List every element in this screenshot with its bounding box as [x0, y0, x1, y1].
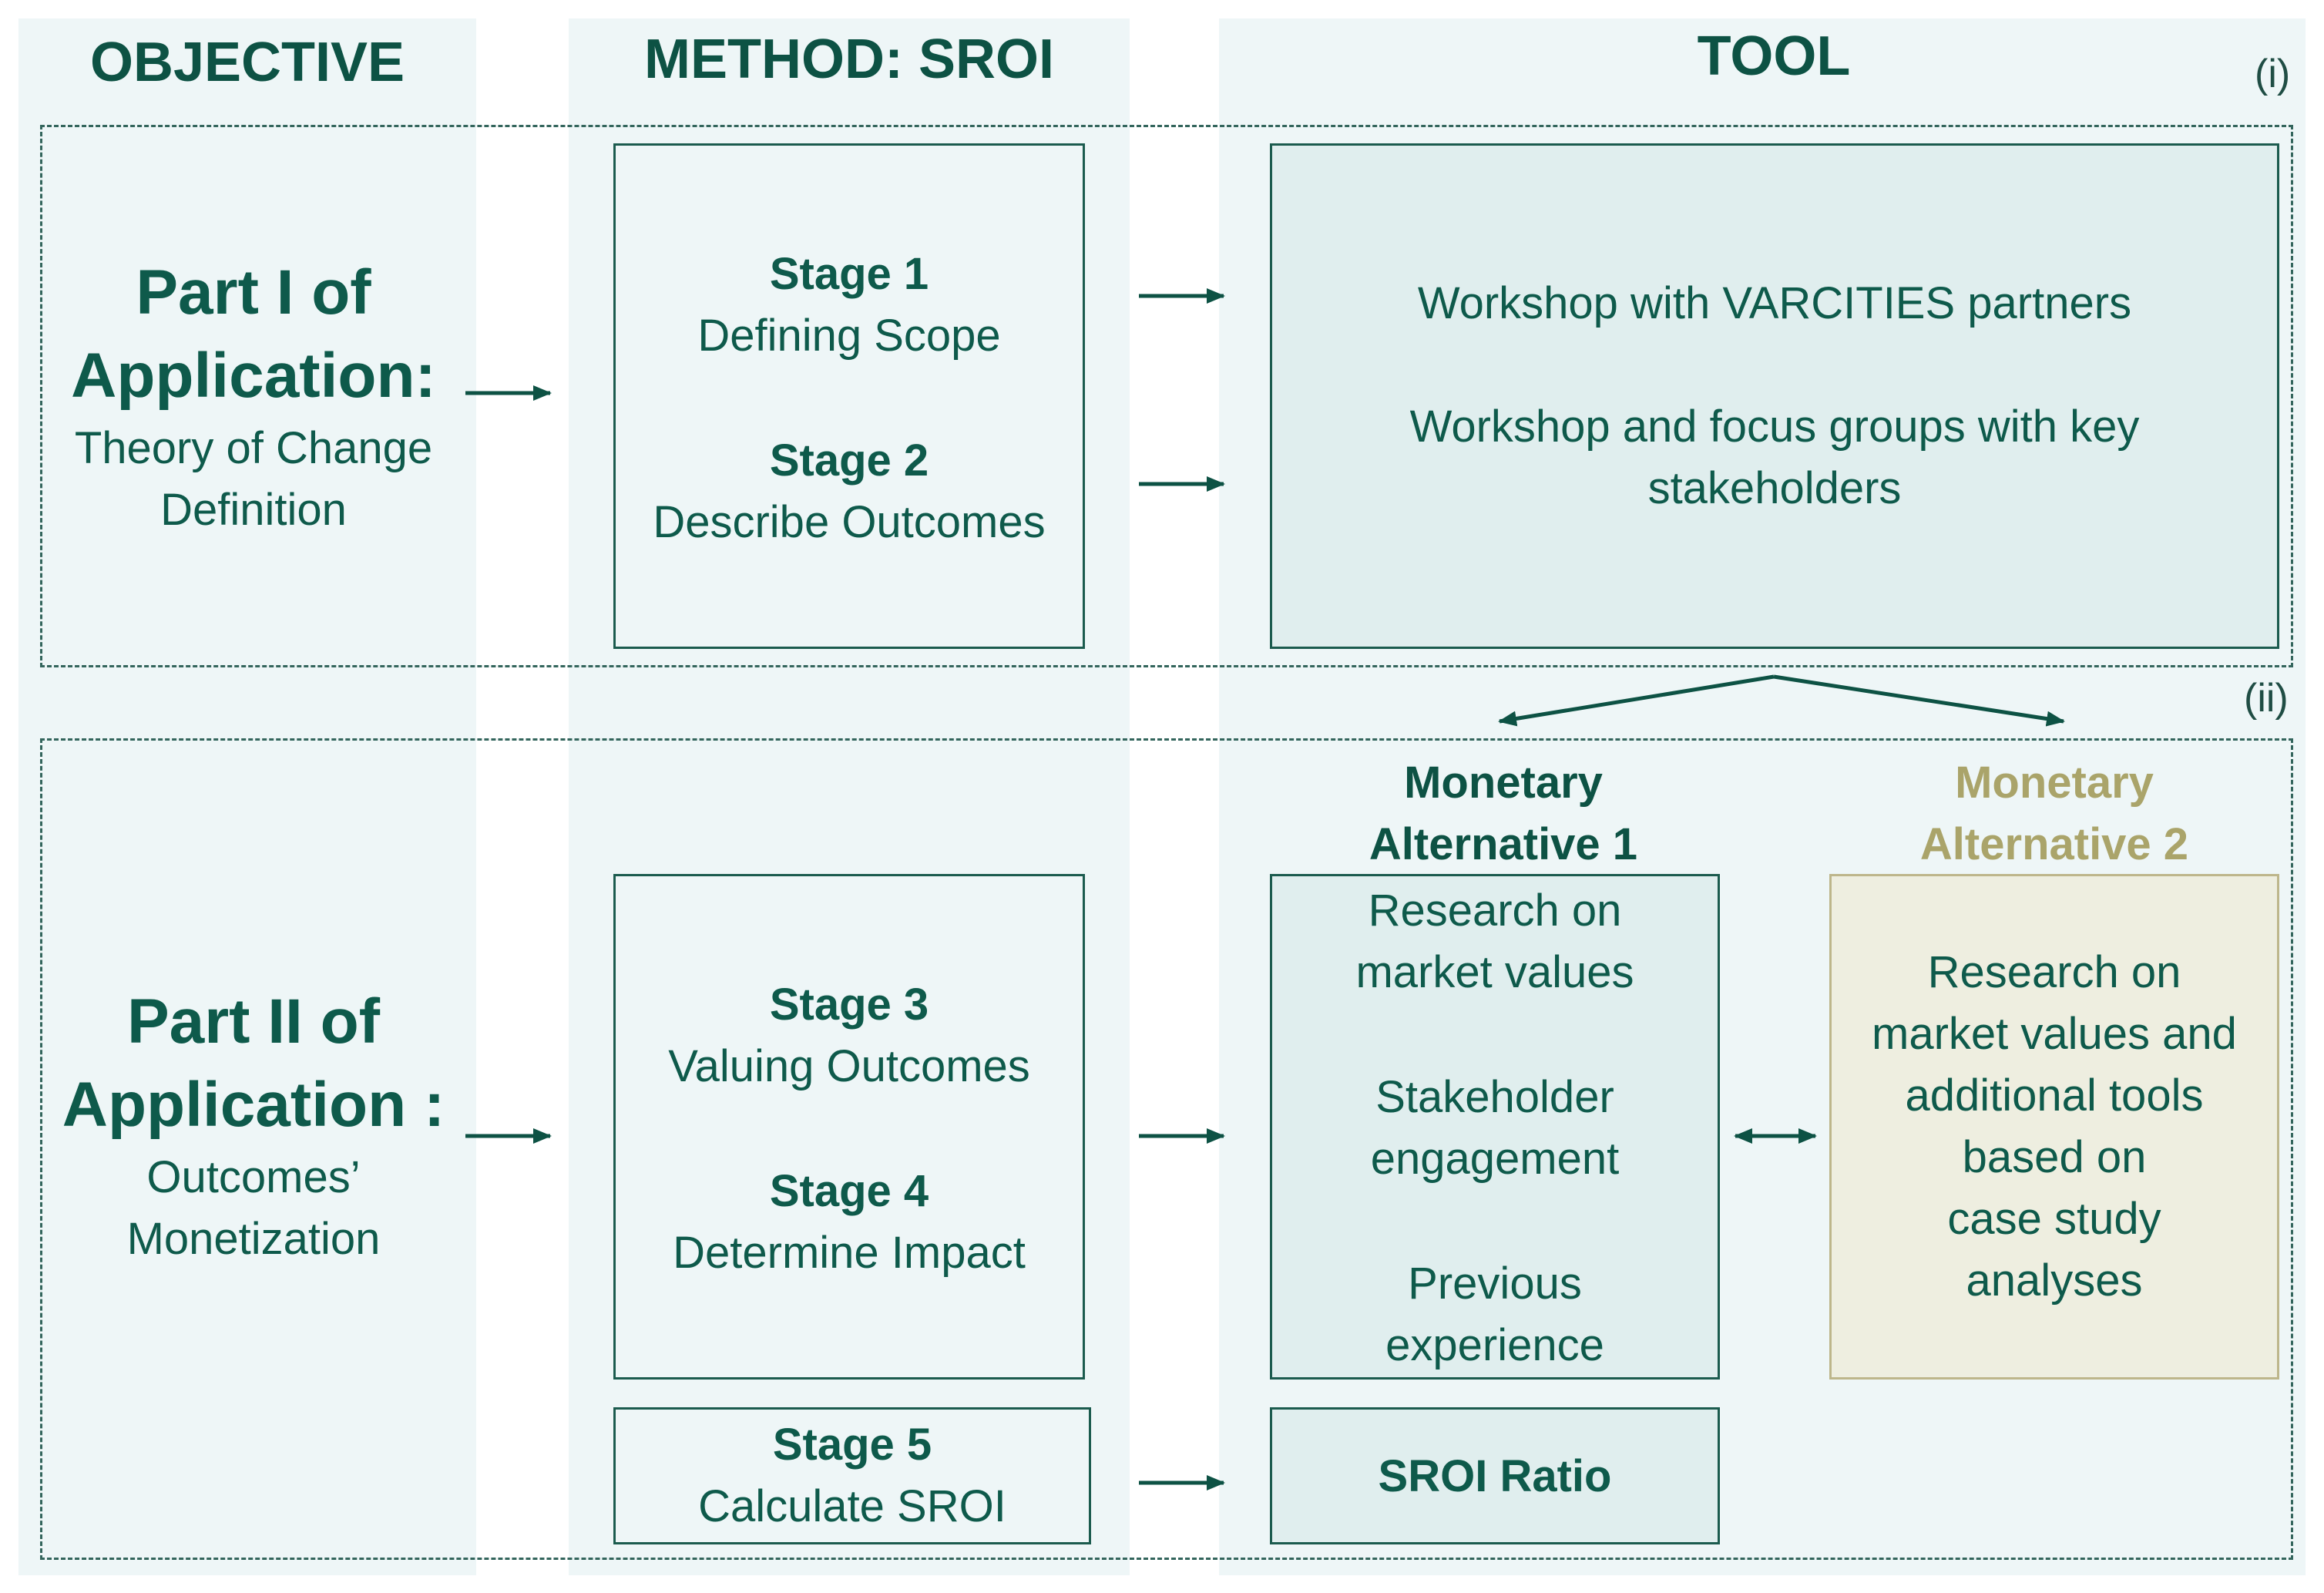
alt1-item-4: engagement — [1370, 1134, 1620, 1184]
stages-1-2-box — [613, 143, 1085, 649]
alt1-box — [1270, 874, 1720, 1380]
workshop-partners: Workshop with VARCITIES partners — [1417, 278, 2132, 328]
part2-subtitle-line2: Monetization — [126, 1214, 381, 1264]
stage-1-block: Stage 1 Defining Scope — [613, 244, 1085, 367]
alt1-item-1: Research on — [1368, 886, 1622, 936]
stage-4-block: Stage 4 Determine Impact — [613, 1161, 1085, 1284]
alt2-heading: Monetary Alternative 2 — [1829, 752, 2279, 875]
alt1-item-6: experience — [1385, 1320, 1604, 1370]
stage-2-title: Stage 2 — [769, 435, 929, 486]
alt2-item-1: Research on — [1927, 947, 2181, 997]
stage-4-desc: Determine Impact — [673, 1228, 1026, 1278]
workshop-stakeholders-line1: Workshop and focus groups with key — [1409, 402, 2140, 452]
stage-5-desc: Calculate SROI — [698, 1481, 1006, 1531]
alt2-item-4: based on — [1962, 1132, 2147, 1182]
stage-3-block: Stage 3 Valuing Outcomes — [613, 974, 1085, 1097]
part1-subtitle-line2: Definition — [160, 485, 347, 535]
stage-5-box — [613, 1407, 1091, 1544]
alt1-heading-line1: Monetary — [1404, 758, 1603, 808]
workshop-stakeholders-line2: stakeholders — [1647, 463, 1902, 513]
alt1-heading: Monetary Alternative 1 — [1270, 752, 1737, 875]
part2-title-line2: Application : — [62, 1070, 445, 1140]
alt1-text-engagement: Stakeholder engagement — [1270, 1067, 1720, 1190]
part2-subtitle-line1: Outcomes’ — [146, 1152, 361, 1202]
stage-5-block: Stage 5 Calculate SROI — [613, 1414, 1091, 1538]
part1-objective: Part I of Application: Theory of Change … — [34, 251, 473, 541]
alt1-item-2: market values — [1355, 947, 1634, 997]
part2-objective: Part II of Application : Outcomes’ Monet… — [34, 980, 473, 1270]
arrow-split-to-alt1 — [1498, 674, 1775, 727]
alt1-heading-line2: Alternative 1 — [1369, 819, 1638, 869]
alt2-item-6: analyses — [1966, 1255, 2143, 1306]
stage-4-title: Stage 4 — [769, 1166, 929, 1216]
alt2-text: Research on market values and additional… — [1829, 942, 2279, 1312]
alt2-heading-line2: Alternative 2 — [1919, 819, 2189, 869]
part1-title-line2: Application: — [71, 341, 436, 411]
part1-title-line1: Part I of — [136, 257, 371, 328]
sroi-ratio-box — [1270, 1407, 1720, 1544]
stages-3-4-box — [613, 874, 1085, 1380]
alt2-box — [1829, 874, 2279, 1380]
part2-title-line1: Part II of — [126, 986, 381, 1057]
part2-marker: (ii) — [2244, 676, 2289, 721]
sroi-ratio-label: SROI Ratio — [1378, 1451, 1612, 1501]
alt2-item-2: market values and — [1872, 1009, 2237, 1059]
stage-2-block: Stage 2 Describe Outcomes — [613, 430, 1085, 553]
objective-header: OBJECTIVE — [89, 32, 405, 93]
part2-frame — [40, 738, 2293, 1560]
alt2-heading-line1: Monetary — [1955, 758, 2154, 808]
stage-1-title: Stage 1 — [769, 249, 929, 299]
alt1-item-3: Stakeholder — [1375, 1072, 1614, 1122]
stage-5-title: Stage 5 — [772, 1420, 932, 1470]
stage-2-desc: Describe Outcomes — [653, 497, 1046, 547]
workshop-tool-text: Workshop with VARCITIES partners Worksho… — [1270, 273, 2279, 519]
part1-marker: (i) — [2255, 52, 2291, 96]
stage-3-title: Stage 3 — [769, 980, 929, 1030]
stage-3-desc: Valuing Outcomes — [668, 1041, 1030, 1091]
alt2-item-3: additional tools — [1905, 1070, 2204, 1121]
alt1-text-experience: Previous experience — [1270, 1253, 1720, 1376]
method-header: METHOD: SROI — [644, 29, 1054, 90]
objective-column — [18, 18, 476, 1575]
alt1-item-5: Previous — [1408, 1259, 1582, 1309]
tool-header: TOOL — [1697, 25, 1851, 87]
part1-subtitle-line1: Theory of Change — [74, 423, 433, 473]
stage-1-desc: Defining Scope — [697, 311, 1001, 361]
arrow-split-to-alt2 — [1773, 674, 2065, 727]
alt2-item-5: case study — [1947, 1194, 2161, 1244]
workshop-tool-box — [1270, 143, 2279, 649]
part1-frame — [40, 125, 2293, 667]
alt1-text: Research on market values — [1270, 880, 1720, 1003]
